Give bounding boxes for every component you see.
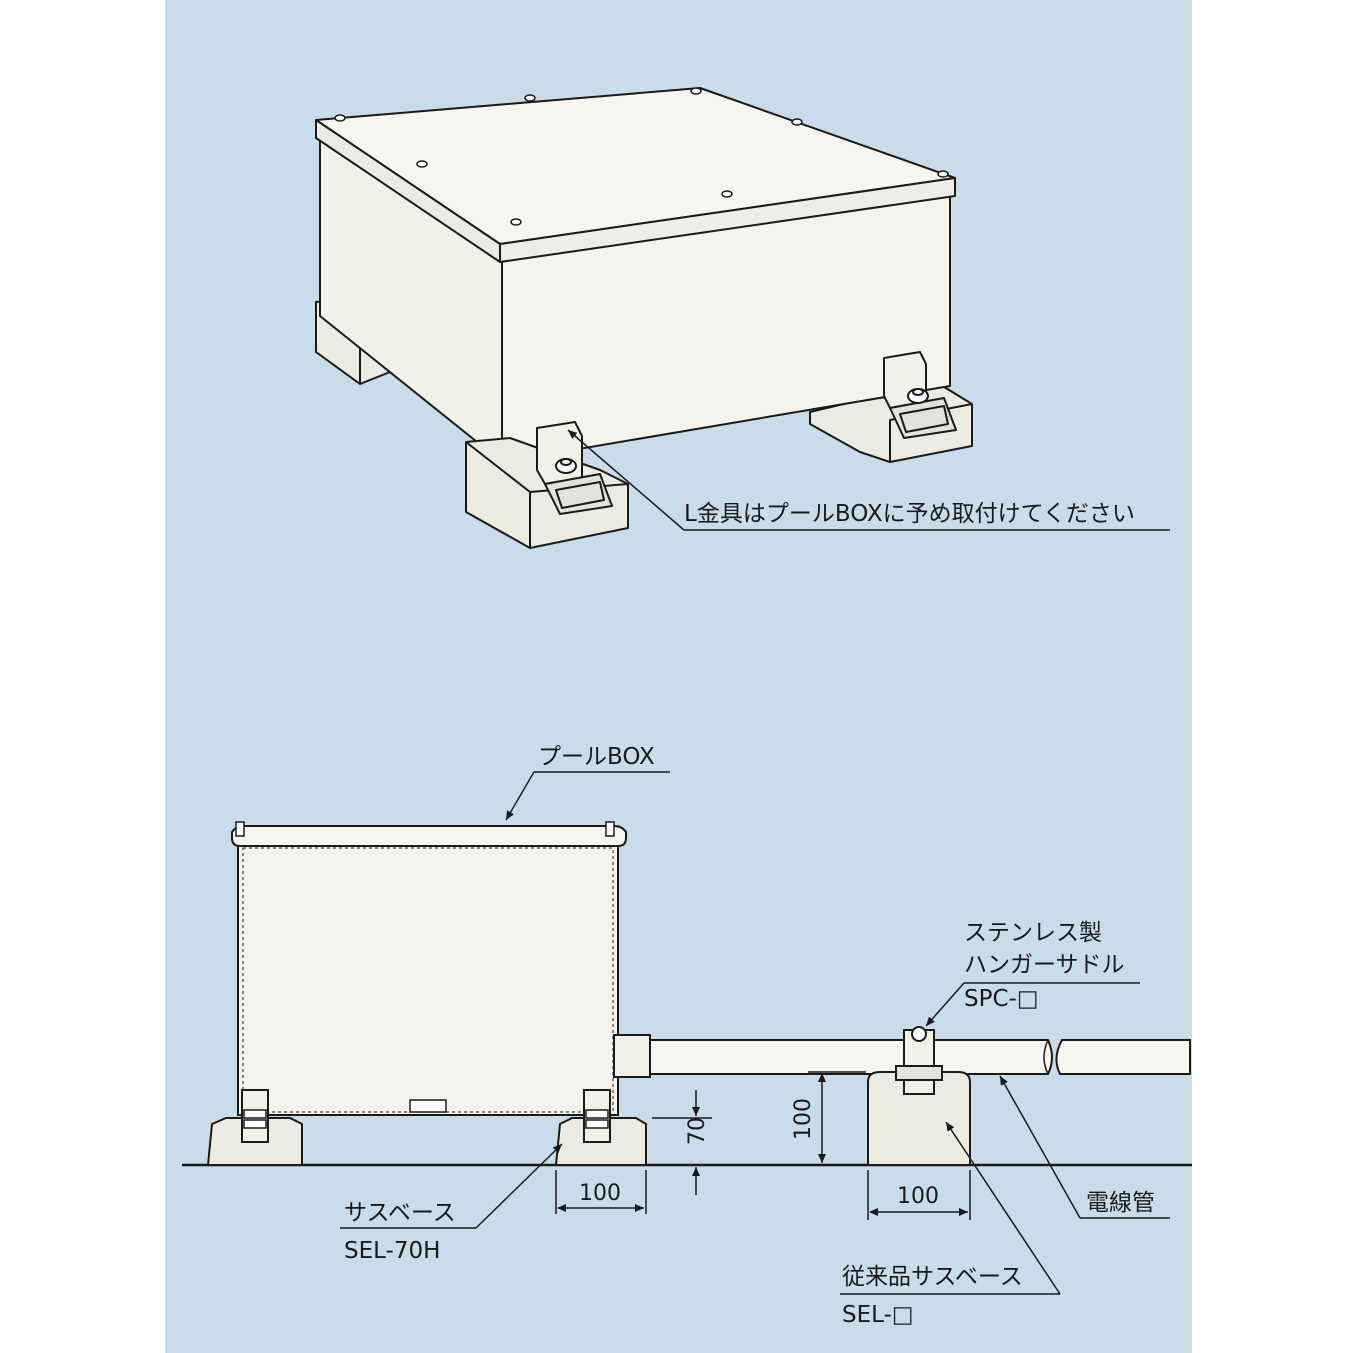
dim-height-legacy: 100 xyxy=(791,1098,816,1140)
pool-box-lid xyxy=(315,87,956,263)
hanger-label-1: ステンレス製 xyxy=(964,920,1102,946)
isometric-view xyxy=(315,87,973,549)
bracket-callout: L金具はプールBOXに予め取付けてください xyxy=(567,429,1170,531)
label-hanger-saddle: ステンレス製 ハンガーサドル SPC-□ xyxy=(925,920,1140,1027)
label-conduit: 電線管 xyxy=(999,1075,1170,1219)
dim-height-base: 70 xyxy=(685,1117,710,1145)
base-sel70h-left xyxy=(206,1089,303,1166)
dim-width-legacy: 100 xyxy=(897,1184,939,1209)
dimensions xyxy=(555,1071,971,1220)
pool-box-label: プールBOX xyxy=(538,744,655,770)
base-model: SEL-70H xyxy=(344,1238,440,1264)
pool-box-side xyxy=(231,821,627,1116)
legacy-base xyxy=(867,1071,971,1166)
l-bracket-front-left xyxy=(536,421,613,515)
label-pool-box: プールBOX xyxy=(505,744,670,821)
side-view xyxy=(182,821,1192,1167)
conduit-pipe xyxy=(613,1034,1191,1078)
hanger-model: SPC-□ xyxy=(964,986,1039,1012)
label-legacy-base: 従来品サスベース SEL-□ xyxy=(840,1121,1061,1328)
l-bracket-back-right xyxy=(883,351,957,439)
base-sel70h-right xyxy=(554,1089,647,1166)
legacy-model: SEL-□ xyxy=(842,1302,914,1328)
hanger-label-2: ハンガーサドル xyxy=(964,952,1125,978)
dim-width-base: 100 xyxy=(579,1181,621,1206)
lid-screws xyxy=(334,87,949,226)
bracket-callout-text: L金具はプールBOXに予め取付けてください xyxy=(684,501,1135,527)
base-label: サスベース xyxy=(344,1200,456,1226)
conduit-label: 電線管 xyxy=(1086,1190,1155,1216)
hanger-saddle xyxy=(895,1026,943,1095)
label-base: サスベース SEL-70H xyxy=(340,1143,563,1264)
legacy-label: 従来品サスベース xyxy=(842,1264,1023,1290)
